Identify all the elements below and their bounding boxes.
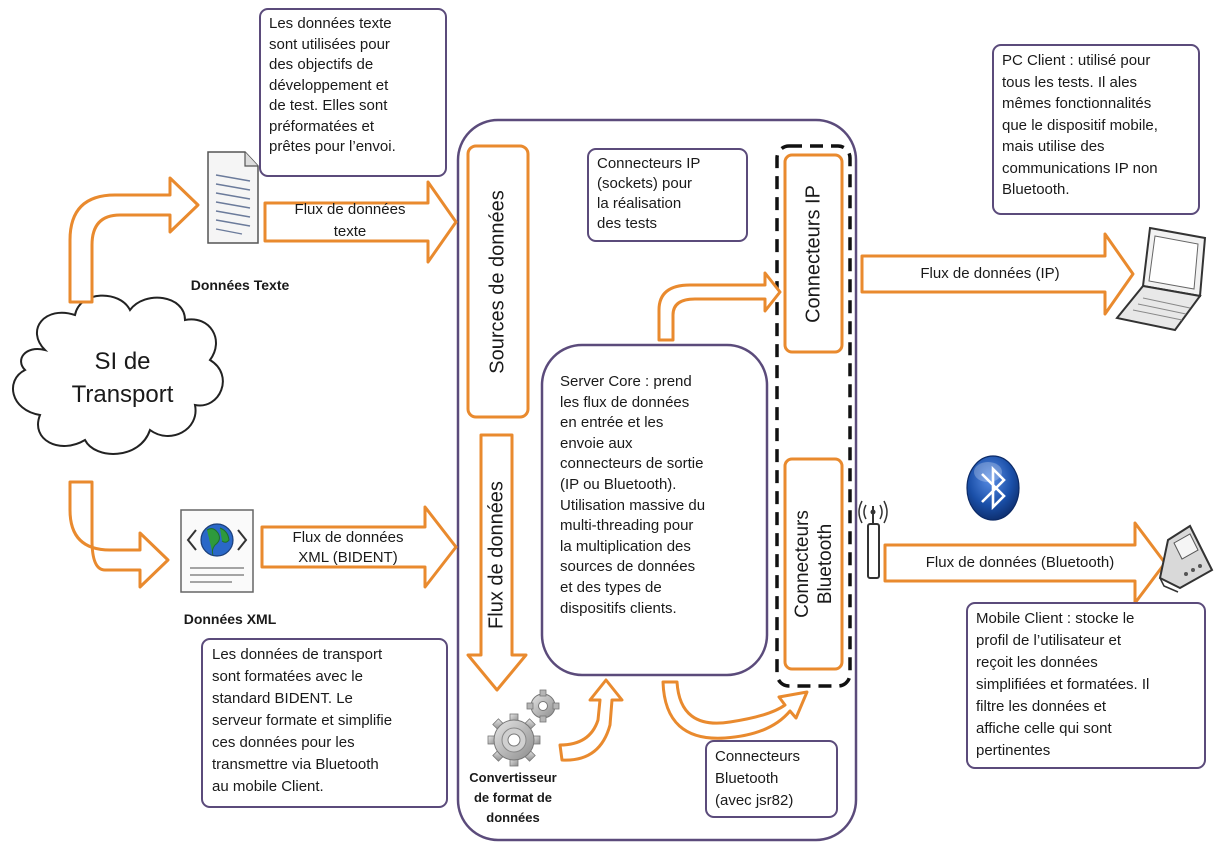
note-server-core: Server Core : prend les flux de données … bbox=[560, 373, 706, 617]
flux-xml-label: Flux de données XML (BIDENT) bbox=[292, 529, 404, 566]
arrow-flux-ip bbox=[860, 232, 1135, 316]
note-mobile-client: Mobile Client : stocke le profil de l’ut… bbox=[966, 602, 1206, 769]
note-connecteurs-ip-tests: Connecteurs IP (sockets) pour la réalisa… bbox=[587, 148, 748, 242]
arrow-core-to-ip bbox=[657, 271, 782, 342]
flux-ip-label: Flux de données (IP) bbox=[920, 265, 1060, 282]
note-donnees-texte: Les données texte sont utilisées pour de… bbox=[259, 8, 447, 177]
sources-box bbox=[466, 144, 530, 419]
convertisseur-label: Convertisseur de format de données bbox=[469, 770, 557, 825]
arrow-cloud-to-xml bbox=[68, 480, 170, 589]
ip-connectors-box bbox=[783, 153, 844, 354]
arrow-cloud-to-text bbox=[68, 176, 200, 304]
flux-vertical-label: Flux de données bbox=[485, 481, 508, 629]
cloud-label: SI de Transport bbox=[71, 348, 174, 408]
gear-icon bbox=[487, 689, 560, 767]
arrow-flux-xml bbox=[260, 505, 458, 589]
cloud-icon bbox=[12, 294, 224, 455]
donnees-texte-label: Données Texte bbox=[190, 277, 290, 293]
sources-label: Sources de données bbox=[486, 190, 509, 374]
flux-bluetooth-label: Flux de données (Bluetooth) bbox=[925, 554, 1115, 571]
arrow-flux-bluetooth bbox=[883, 521, 1167, 605]
note-bluetooth-jsr82: Connecteurs Bluetooth (avec jsr82) bbox=[705, 740, 838, 818]
arrow-flux-vertical bbox=[466, 433, 528, 692]
arrow-flux-texte bbox=[263, 180, 458, 264]
antenna-icon bbox=[858, 500, 888, 579]
connecteurs-bluetooth-label: Connecteurs Bluetooth bbox=[792, 510, 836, 618]
document-icon bbox=[207, 151, 259, 244]
note-donnees-xml: Les données de transport sont formatées … bbox=[201, 638, 448, 808]
laptop-icon bbox=[1115, 226, 1207, 332]
bluetooth-connectors-box bbox=[783, 457, 844, 671]
flux-texte-label: Flux de données texte bbox=[294, 201, 406, 240]
arrow-core-to-bluetooth bbox=[661, 680, 809, 740]
server-core-box bbox=[540, 343, 769, 677]
connecteurs-ip-label: Connecteurs IP bbox=[802, 185, 825, 323]
connectors-dashed-box bbox=[775, 144, 852, 688]
server-container bbox=[456, 118, 858, 842]
note-pc-client: PC Client : utilisé pour tous les tests.… bbox=[992, 44, 1200, 215]
mobile-phone-icon bbox=[1158, 524, 1214, 593]
donnees-xml-label: Données XML bbox=[183, 611, 277, 627]
arrow-converter-to-core bbox=[558, 678, 624, 762]
bluetooth-logo-icon bbox=[966, 455, 1020, 521]
xml-globe-document-icon bbox=[180, 509, 254, 593]
